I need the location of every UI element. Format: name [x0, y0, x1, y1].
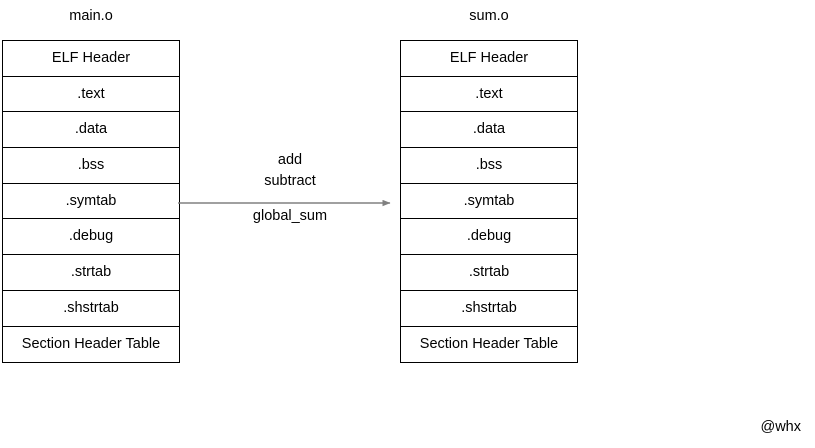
section-row: .debug	[3, 219, 179, 256]
section-row: ELF Header	[3, 41, 179, 77]
section-row: .symtab	[401, 183, 577, 220]
section-row: .data	[401, 112, 577, 149]
section-row: .bss	[3, 148, 179, 184]
section-row: .bss	[401, 148, 577, 184]
section-row: Section Header Table	[3, 326, 179, 363]
connector-arrow-group: add subtract global_sum	[178, 150, 402, 230]
section-row: .symtab	[3, 183, 179, 220]
section-row: ELF Header	[401, 41, 577, 77]
connector-labels-below: global_sum	[178, 206, 402, 227]
section-row: .text	[401, 76, 577, 113]
section-row: .shstrtab	[3, 290, 179, 327]
section-row: .text	[3, 76, 179, 113]
watermark: @whx	[760, 419, 801, 435]
object-file-title-main: main.o	[69, 8, 113, 24]
connector-label-subtract: subtract	[264, 173, 316, 189]
connector-label-add: add	[277, 152, 303, 168]
section-row: Section Header Table	[401, 326, 577, 363]
connector-labels-above: add subtract	[178, 150, 402, 192]
section-table-sum: ELF Header .text .data .bss .symtab .deb…	[400, 40, 578, 364]
section-row: .debug	[401, 219, 577, 256]
connector-label-global-sum: global_sum	[252, 208, 328, 224]
section-row: .data	[3, 112, 179, 149]
section-table-main: ELF Header .text .data .bss .symtab .deb…	[2, 40, 180, 364]
object-file-title-sum: sum.o	[469, 8, 509, 24]
section-row: .strtab	[3, 255, 179, 291]
section-row: .strtab	[401, 255, 577, 291]
arrow-icon	[178, 199, 391, 207]
section-row: .shstrtab	[401, 290, 577, 327]
